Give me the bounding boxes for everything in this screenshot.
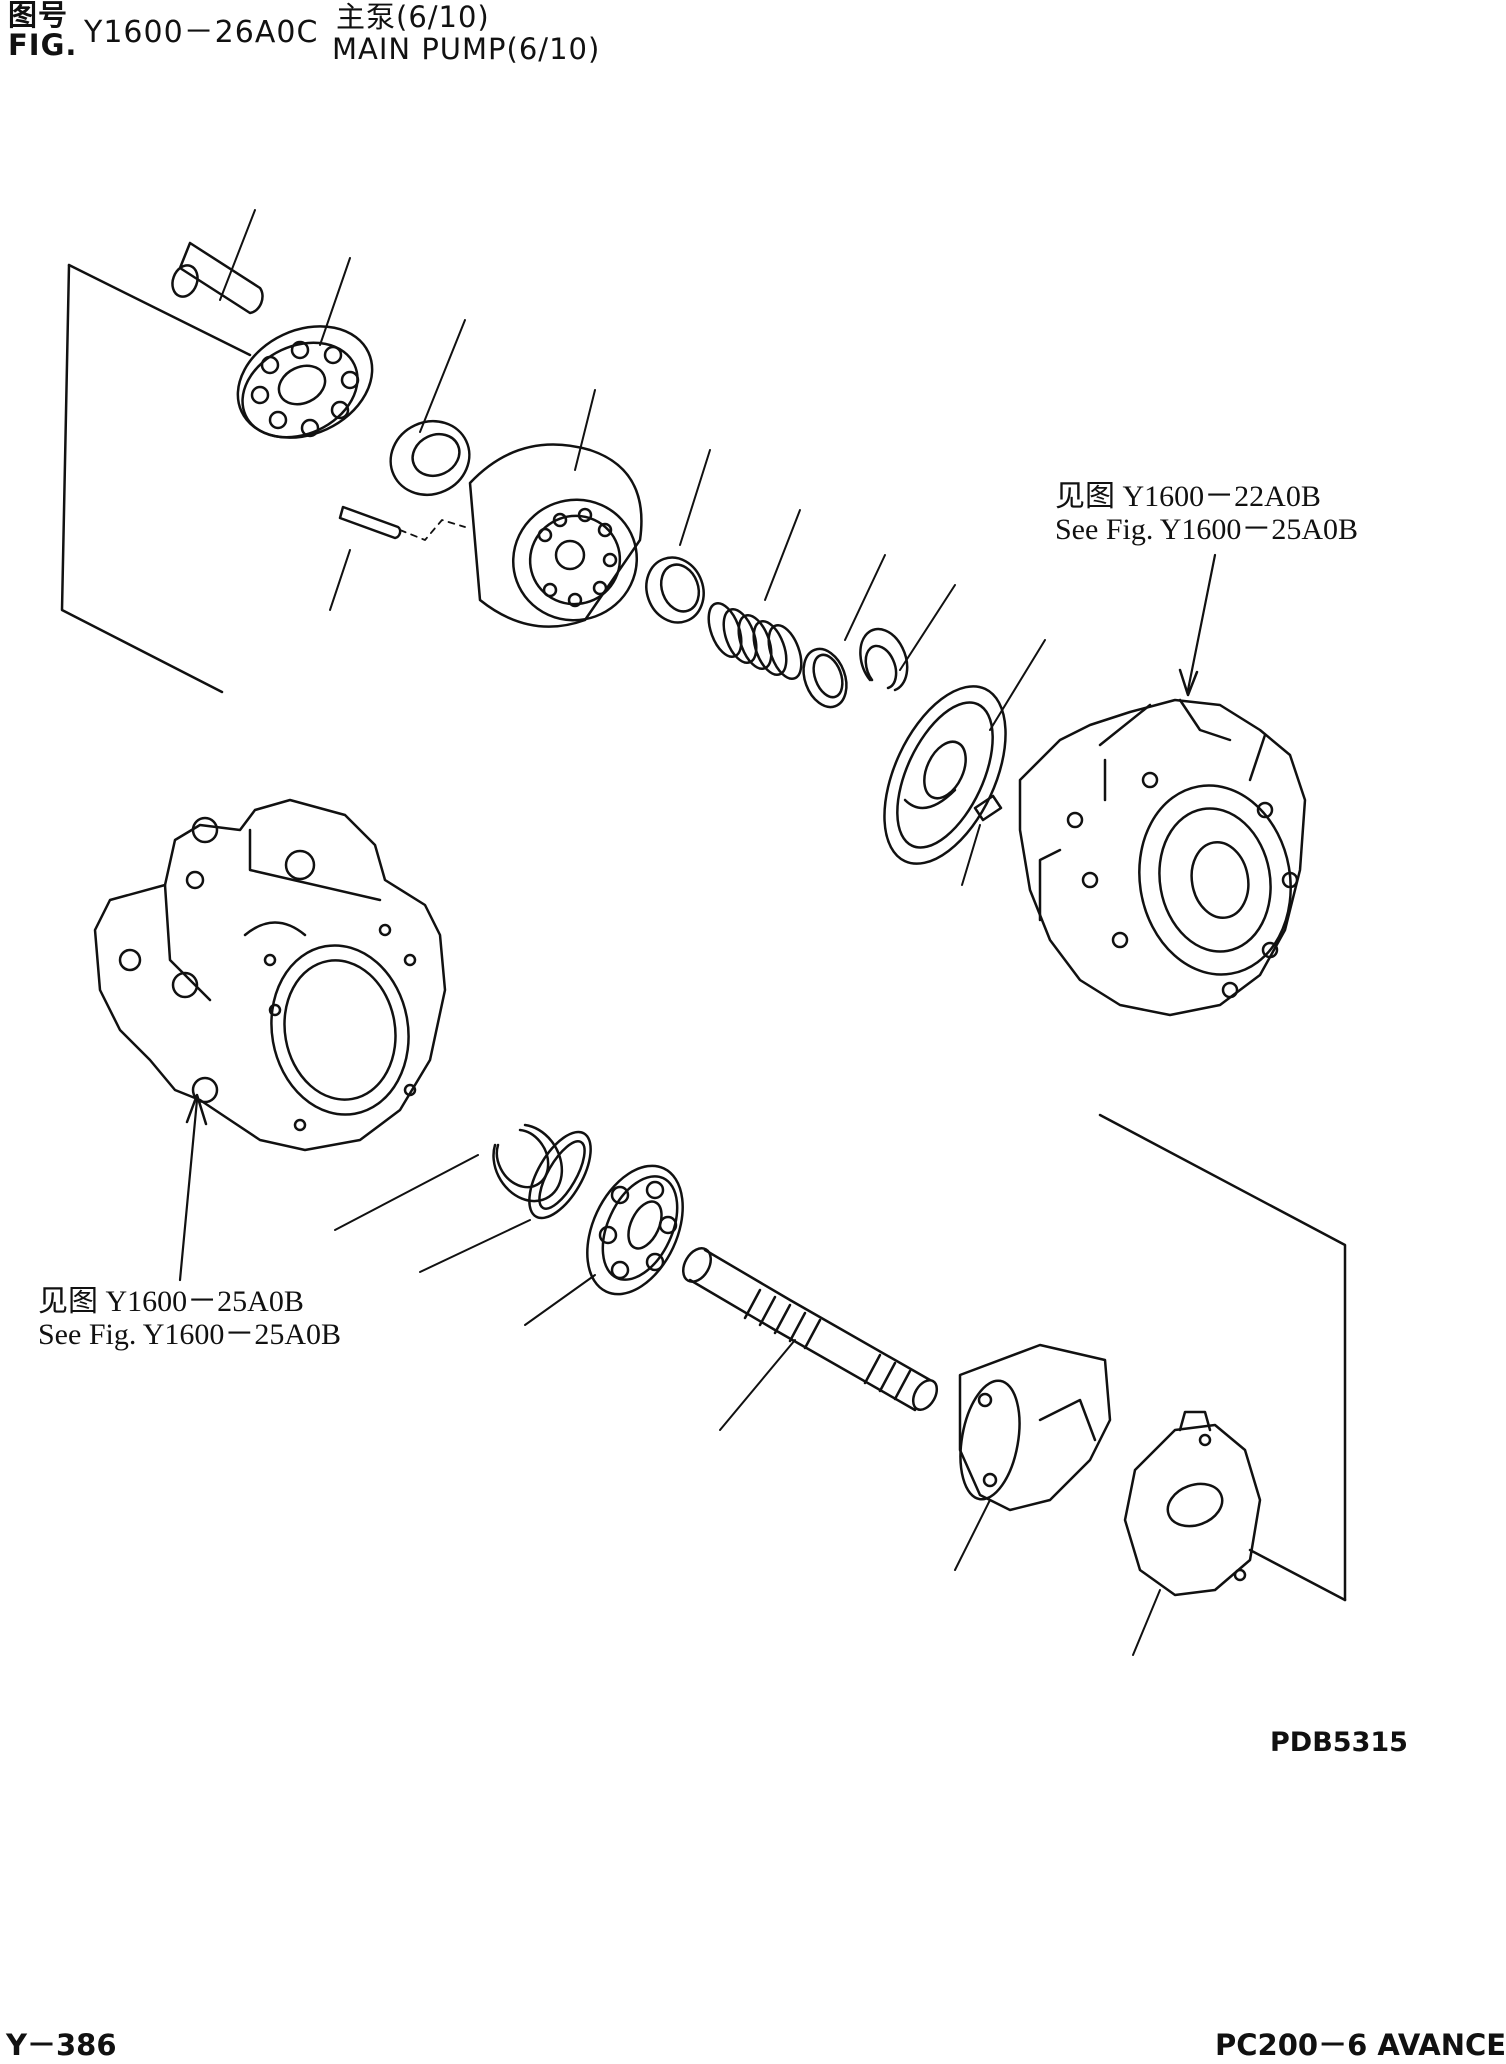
reference-lower-left-cn: 见图 Y1600－25A0B <box>38 1285 304 1318</box>
part-spring <box>702 510 807 683</box>
part-ring-1 <box>637 450 712 631</box>
part-retainer-plate <box>220 258 391 459</box>
part-cylinder-block <box>470 390 654 638</box>
part-bearing <box>525 1151 702 1325</box>
title-cn: 主泵(6/10) <box>336 0 490 34</box>
drawing-code: PDB5315 <box>1270 1727 1408 1758</box>
fig-label-en: FIG. <box>8 28 78 62</box>
part-pin-rod <box>168 210 262 313</box>
part-dowel-pin <box>962 796 1001 885</box>
part-support-plate <box>1125 1412 1260 1655</box>
part-spherical-bush <box>379 320 482 508</box>
part-small-pin <box>330 507 465 610</box>
frame-line-lower <box>1100 1115 1345 1600</box>
part-ring-lower <box>420 1122 603 1272</box>
fig-number: Y1600－26A0C <box>84 15 319 50</box>
frame-line-upper-top <box>69 265 250 355</box>
arrow-lower-ref <box>180 1095 206 1280</box>
part-swash-plate <box>952 1345 1110 1570</box>
reference-upper-right-en: See Fig. Y1600－25A0B <box>1055 513 1359 546</box>
fig-label-cn: 图号 <box>8 0 69 32</box>
part-pump-case-housing <box>95 800 445 1150</box>
page-number: Y－386 <box>6 2028 117 2062</box>
arrow-upper-ref <box>1180 555 1215 695</box>
reference-lower-left-en: See Fig. Y1600－25A0B <box>38 1318 342 1351</box>
frame-line-upper <box>62 265 222 692</box>
part-drive-shaft <box>678 1243 942 1430</box>
part-snap-ring <box>860 585 955 690</box>
part-valve-plate <box>860 640 1045 882</box>
part-snap-ring-lower <box>335 1125 562 1230</box>
model-name: PC200－6 AVANCE <box>1215 2028 1506 2062</box>
reference-upper-right-cn: 见图 Y1600－22A0B <box>1055 480 1321 513</box>
title-en: MAIN PUMP(6/10) <box>332 32 601 66</box>
frame-line-lower-bottom <box>1250 1550 1345 1600</box>
part-pump-head-housing <box>1020 700 1305 1015</box>
part-washer <box>796 555 885 713</box>
